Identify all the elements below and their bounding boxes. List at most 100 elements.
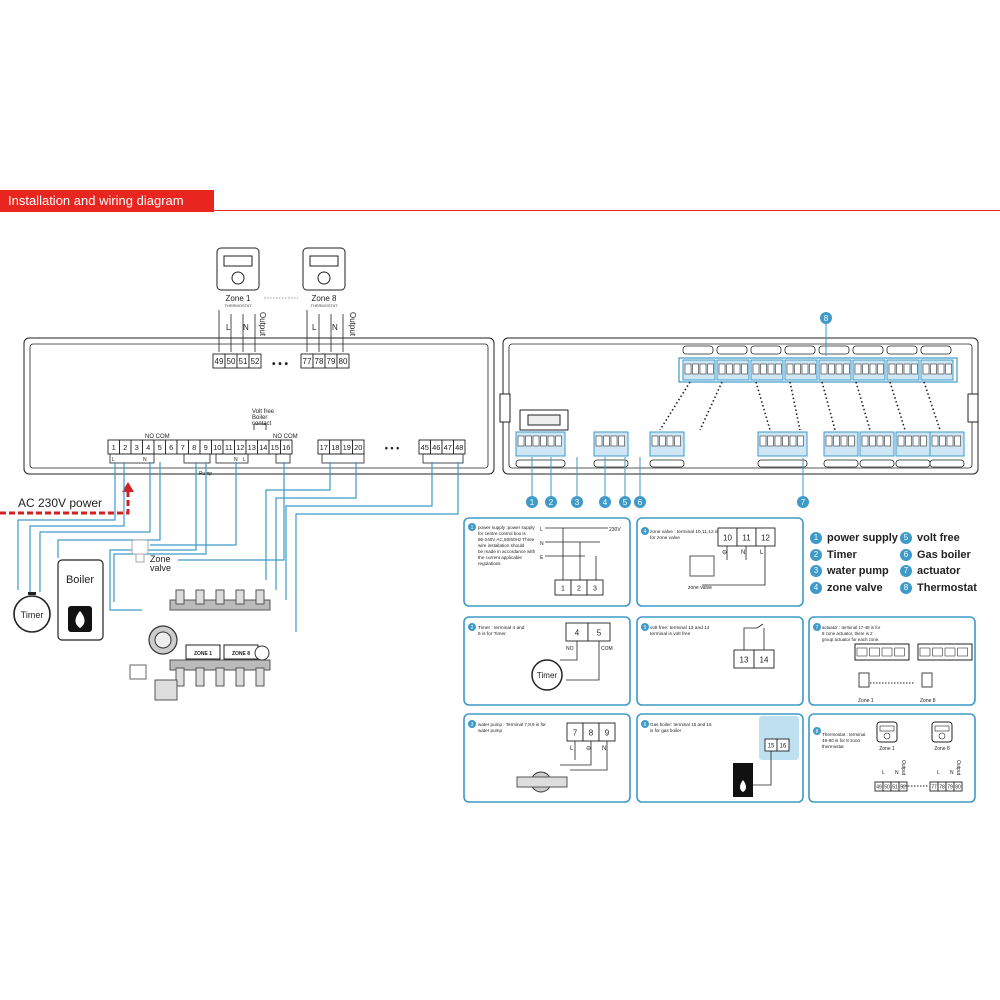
dotted-link-4 bbox=[789, 381, 801, 431]
p5-term-label-14: 14 bbox=[760, 656, 769, 665]
bottom-pin bbox=[674, 435, 681, 447]
panel-badge-num-4: 4 bbox=[644, 529, 647, 535]
boiler-device: Boiler bbox=[57, 559, 104, 641]
p4-term-12 bbox=[755, 527, 776, 547]
bottom-pin bbox=[782, 435, 789, 447]
bottom-pin bbox=[610, 435, 618, 447]
p8-n: N bbox=[895, 770, 899, 776]
p4-wire bbox=[702, 546, 766, 586]
p3-wire bbox=[570, 741, 608, 771]
bottom-pin bbox=[912, 435, 920, 447]
no-com-label-1: NO COM bbox=[145, 434, 170, 440]
terminal-label-13: 13 bbox=[248, 443, 256, 452]
bottom-slot bbox=[515, 459, 566, 468]
p1-term-label-1: 1 bbox=[561, 586, 565, 593]
thermo8-l-label: L bbox=[312, 323, 317, 332]
dotted-link-1 bbox=[659, 381, 691, 431]
bottom-pin bbox=[905, 435, 912, 447]
p2-term-label-4: 4 bbox=[575, 629, 580, 638]
top-slot-2 bbox=[716, 345, 748, 355]
bottom-pin bbox=[869, 435, 876, 447]
panel-actuator bbox=[808, 616, 976, 706]
timer-device: Timer bbox=[13, 592, 51, 633]
bottom-pin bbox=[603, 435, 610, 447]
wires-left bbox=[17, 462, 459, 632]
bottom-pin bbox=[920, 435, 927, 447]
p4-sym: ⊖ bbox=[722, 550, 727, 556]
panel-badge-4 bbox=[641, 527, 649, 535]
bottom-slot bbox=[929, 459, 965, 468]
thermo8-terminal-label-78: 78 bbox=[315, 357, 324, 366]
bottom-pin bbox=[540, 435, 547, 447]
terminal-label-2: 2 bbox=[123, 443, 127, 452]
manifold bbox=[129, 589, 271, 701]
panel-badge-num-3: 3 bbox=[471, 722, 474, 728]
terminal-label-45: 45 bbox=[421, 443, 429, 452]
p8-zone-z1: Zone 1 bbox=[879, 746, 895, 752]
ac-power-label: AC 230V power bbox=[18, 496, 102, 510]
top-slot-3 bbox=[750, 345, 782, 355]
callout-3 bbox=[571, 496, 583, 508]
terminal-label-5: 5 bbox=[158, 443, 162, 452]
callout-num-2: 2 bbox=[549, 498, 554, 507]
dotted-link-7 bbox=[889, 381, 906, 431]
callout-num-1: 1 bbox=[530, 498, 535, 507]
thermostat-zone8: Zone 8 THERMOSTAT bbox=[302, 247, 346, 308]
p6-term-label-15: 15 bbox=[768, 743, 775, 749]
p1-n: N bbox=[540, 541, 544, 547]
terminal-label-8: 8 bbox=[192, 443, 196, 452]
p7-pin bbox=[869, 647, 880, 657]
right-bottom-terminals bbox=[515, 431, 965, 468]
p8-output: Output bbox=[900, 760, 906, 776]
p7-pin bbox=[894, 647, 905, 657]
thermo-pin bbox=[854, 363, 862, 375]
callout-num-7: 7 bbox=[801, 498, 806, 507]
thermo-pin bbox=[828, 363, 835, 375]
thermo-pin bbox=[869, 363, 877, 375]
terminal-label-17: 17 bbox=[320, 443, 328, 452]
p8-l: L bbox=[882, 770, 885, 776]
callout-7 bbox=[797, 496, 809, 508]
p2-wire bbox=[560, 641, 578, 661]
bottom-pin bbox=[840, 435, 848, 447]
bottom-pin bbox=[876, 435, 884, 447]
thermo-pin bbox=[733, 363, 741, 375]
callout-2 bbox=[545, 496, 557, 508]
p1-term-label-2: 2 bbox=[577, 586, 581, 593]
p3-term-label-7: 7 bbox=[573, 729, 578, 738]
callout-1 bbox=[526, 496, 538, 508]
thermo1-terminal-label-52: 52 bbox=[251, 357, 260, 366]
thermo-pin bbox=[809, 363, 816, 375]
thermo-pin bbox=[911, 363, 918, 375]
thermo8-output-label: Output bbox=[348, 312, 357, 337]
terminal-label-46: 46 bbox=[432, 443, 440, 452]
bottom-pin bbox=[946, 435, 954, 447]
p2-timer-label: Timer bbox=[537, 671, 557, 680]
callout-num-6: 6 bbox=[638, 498, 643, 507]
p6-board bbox=[759, 716, 799, 760]
thermo-pin bbox=[922, 363, 930, 375]
bottom-pin bbox=[833, 435, 840, 447]
bottom-slot bbox=[859, 459, 895, 468]
bottom-pin bbox=[555, 435, 562, 447]
bottom-pin bbox=[797, 435, 804, 447]
svg-text:THERMOSTAT: THERMOSTAT bbox=[311, 303, 339, 308]
panel-volt-free bbox=[636, 616, 804, 706]
p2-term-label-5: 5 bbox=[597, 629, 602, 638]
header-rule bbox=[214, 210, 1000, 211]
bottom-pin bbox=[897, 435, 905, 447]
p3-sym: L bbox=[570, 746, 574, 752]
thermo-pin bbox=[786, 363, 794, 375]
p7-pin bbox=[957, 647, 968, 657]
thermo1-n-label: N bbox=[243, 323, 249, 332]
p8-display bbox=[934, 725, 950, 732]
